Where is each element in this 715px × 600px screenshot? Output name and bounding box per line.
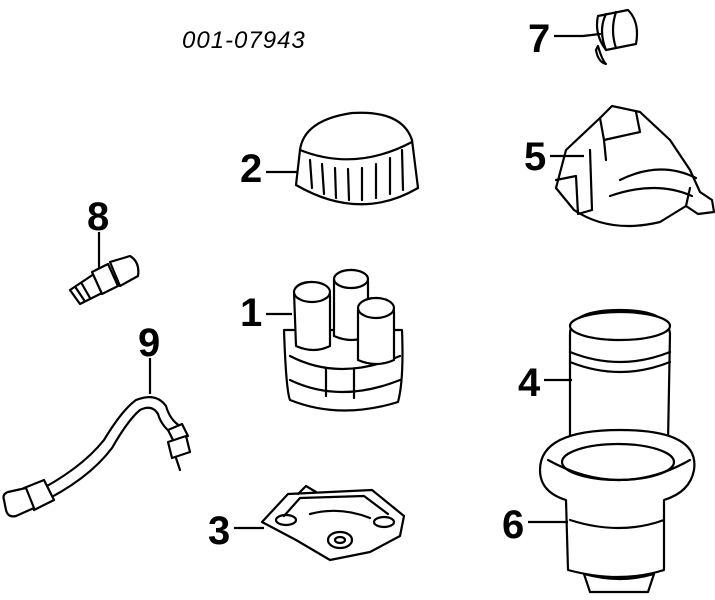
callout-7: 7 [528, 17, 550, 61]
part-9-oxygen-sensor [2, 395, 192, 518]
callout-1: 1 [240, 291, 262, 335]
part-5-coil-cover [554, 104, 715, 228]
callout-5: 5 [524, 135, 546, 179]
callout-2: 2 [240, 147, 262, 191]
callout-3: 3 [208, 509, 230, 553]
part-7-plug [581, 8, 639, 66]
part-2-distributor-cap [294, 111, 420, 206]
callout-4: 4 [518, 361, 541, 405]
callout-9: 9 [138, 321, 160, 365]
callout-8: 8 [87, 195, 109, 239]
callout-6: 6 [502, 503, 524, 547]
diagram-id: 001-07943 [182, 27, 306, 54]
part-8-sensor [68, 254, 140, 306]
part-4-canister [568, 308, 672, 453]
part-1-rotor [282, 268, 404, 412]
part-3-bracket [260, 484, 406, 562]
part-6-base [538, 428, 696, 594]
